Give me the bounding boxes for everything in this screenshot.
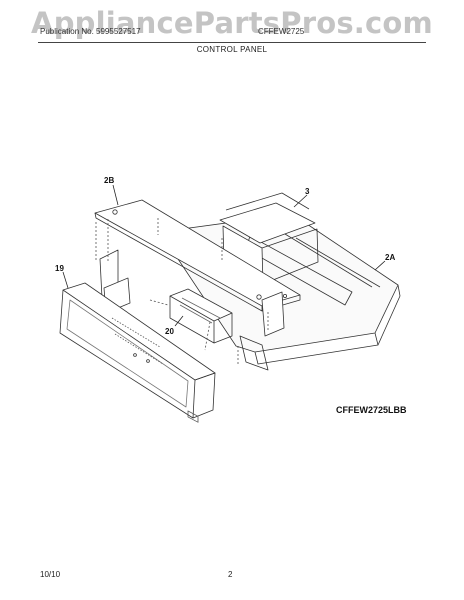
page-title: CONTROL PANEL [196, 45, 268, 54]
header-rule [38, 42, 426, 43]
leader-lines [62, 184, 386, 327]
alignment-lines [95, 218, 269, 366]
callout-2b: 2B [104, 176, 114, 185]
callout-3: 3 [305, 187, 310, 196]
front-panel-part [59, 282, 216, 419]
side-bracket-right [261, 291, 285, 337]
control-board-part [169, 288, 233, 423]
model-number: CFFEW2725LBB [336, 405, 407, 415]
callout-19: 19 [55, 264, 64, 273]
watermark-logo: AppliancePartsPros.com [31, 6, 433, 40]
callout-20: 20 [165, 327, 174, 336]
top-panel-part [94, 199, 301, 312]
footer-date: 10/10 [40, 570, 61, 579]
callout-2a: 2A [385, 253, 395, 262]
publication-number: Publication No. 5995527517 [40, 27, 141, 36]
model-header: CFFEW2725 [258, 27, 305, 36]
page-number: 2 [228, 570, 233, 579]
